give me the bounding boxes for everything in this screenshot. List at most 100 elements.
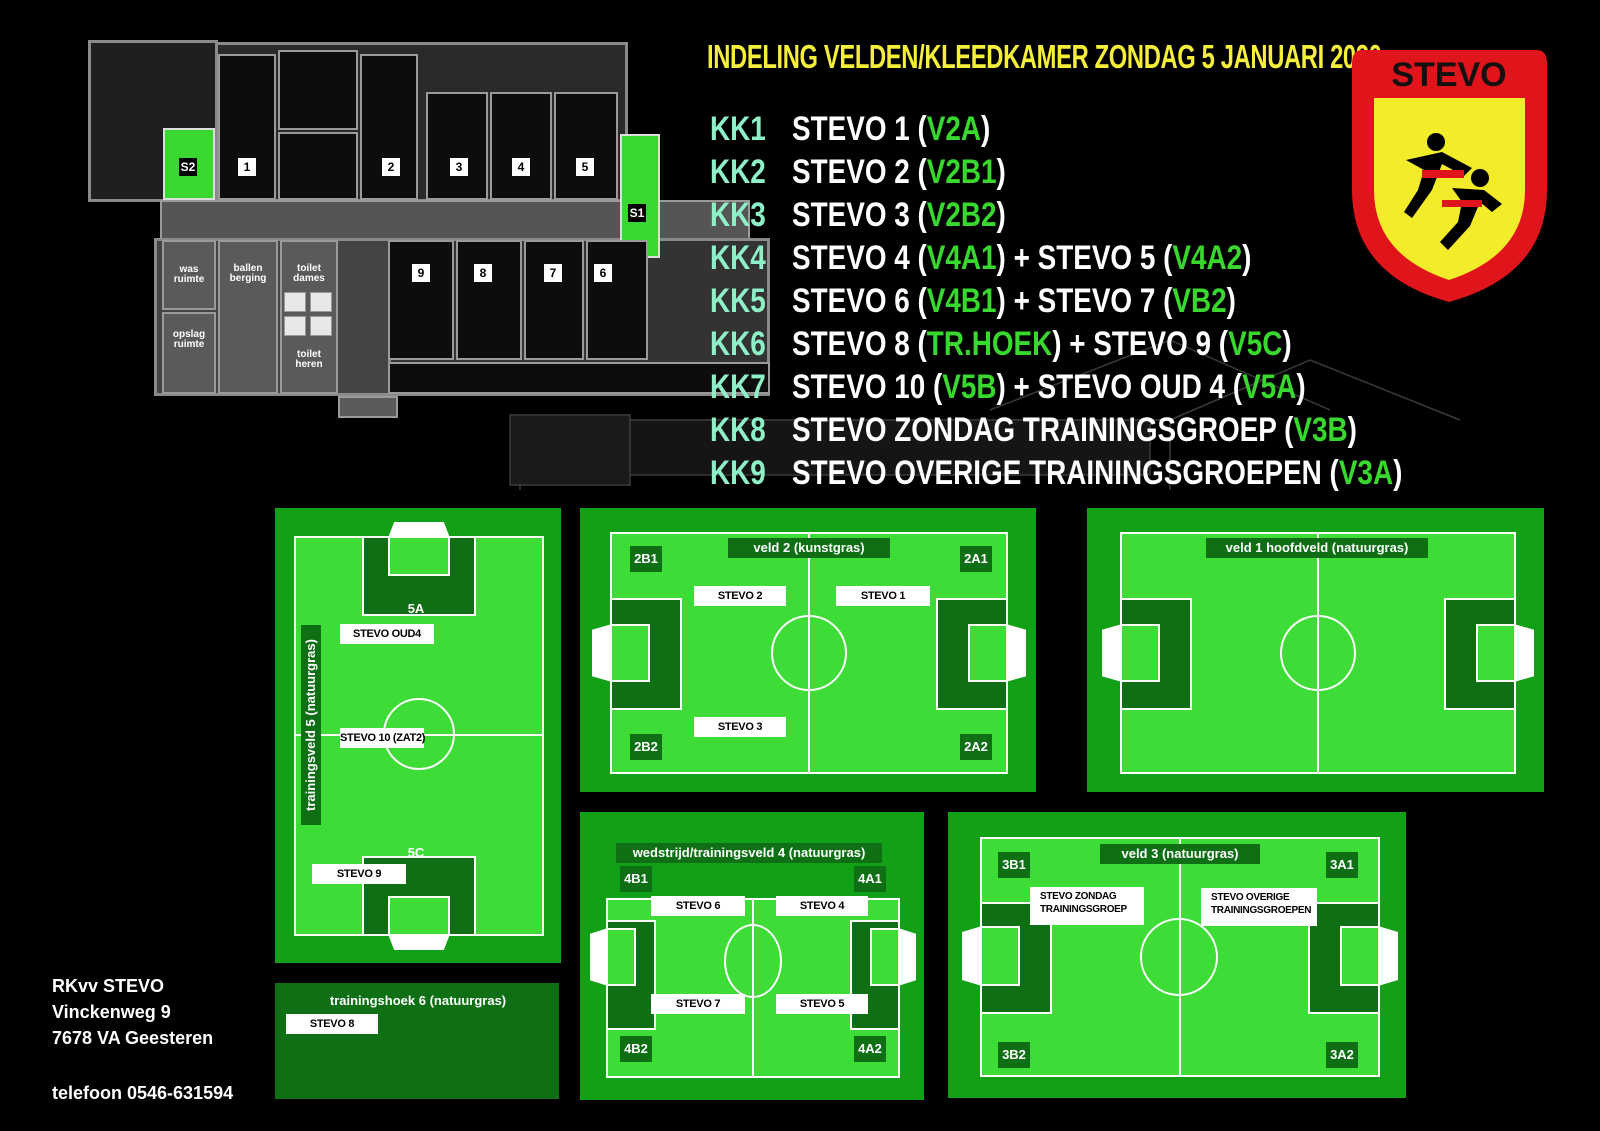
veld5-goal-top xyxy=(388,522,450,538)
veld4-corner-tr: 4A1 xyxy=(854,866,886,892)
kleedkamer-row: KK1 STEVO 1 (V2A) xyxy=(710,110,990,152)
team-text: ) xyxy=(996,196,1006,234)
hoek6-title: trainingshoek 6 (natuurgras) xyxy=(329,993,507,1008)
team-text: STEVO OVERIGE TRAININGSGROEPEN ( xyxy=(792,454,1339,492)
kleedkamer-code: KK3 xyxy=(710,196,766,234)
veld3-corner-tl: 3B1 xyxy=(998,852,1030,878)
team-tag-stevo-overige: STEVO OVERIGE TRAININGSGROEPEN xyxy=(1201,888,1317,926)
kleedkamer-code: KK6 xyxy=(710,325,766,363)
room-label-8: 8 xyxy=(474,264,492,282)
toilet-cubicle xyxy=(310,292,332,312)
logo-runner-icon xyxy=(1404,133,1502,250)
veld3-corner-br: 3A2 xyxy=(1326,1042,1358,1068)
field-code: V2B2 xyxy=(926,196,997,234)
toilet-heren-label: toilet heren xyxy=(295,349,323,370)
veld2-goal-area-left xyxy=(610,624,650,682)
veld2-corner-br: 2A2 xyxy=(960,734,992,760)
veld1-title: veld 1 hoofdveld (natuurgras) xyxy=(1206,538,1428,558)
team-text: ) + STEVO 5 ( xyxy=(996,239,1173,277)
kleedkamer-row: KK5 STEVO 6 (V4B1) + STEVO 7 (VB2) xyxy=(710,282,1236,324)
team-text: STEVO 8 ( xyxy=(792,325,927,363)
ballen-berging xyxy=(218,240,278,394)
veld2-corner-bl: 2B2 xyxy=(630,734,662,760)
room-label-s1: S1 xyxy=(628,204,646,222)
team-text: STEVO 3 ( xyxy=(792,196,927,234)
veld3-goal-area-left xyxy=(980,926,1020,986)
toilet-cubicle xyxy=(284,292,306,312)
veld1-goal-area-right xyxy=(1476,624,1516,682)
kleedkamer-assignment: STEVO 3 (V2B2) xyxy=(792,196,1006,234)
team-tag-stevo-10: STEVO 10 (ZAT2) xyxy=(340,728,425,748)
kleedkamer-code: KK5 xyxy=(710,282,766,320)
field-code: V3A xyxy=(1338,454,1394,492)
field-code: V5B xyxy=(942,368,997,406)
team-tag-stevo-oud4: STEVO OUD4 xyxy=(340,624,434,644)
veld5-zone-5c: 5C xyxy=(407,845,425,860)
room-7 xyxy=(524,240,584,360)
veld2-goal-area-right xyxy=(968,624,1008,682)
field-code: VB2 xyxy=(1172,282,1227,320)
room-4 xyxy=(490,92,552,200)
team-text: ) + STEVO 9 ( xyxy=(1052,325,1229,363)
hall-room xyxy=(278,132,358,200)
kleedkamer-assignment: STEVO 8 (TR.HOEK) + STEVO 9 (V5C) xyxy=(792,325,1292,363)
room-label-1: 1 xyxy=(238,158,256,176)
room-label-5: 5 xyxy=(576,158,594,176)
veld3-goal-area-right xyxy=(1340,926,1380,986)
veld1-goal-area-left xyxy=(1120,624,1160,682)
veld3-title: veld 3 (natuurgras) xyxy=(1100,844,1260,864)
veld3-goal-left xyxy=(962,926,982,986)
veld4-goal-area-right xyxy=(870,928,900,986)
team-text: ) xyxy=(1347,411,1357,449)
team-text: ) + STEVO 7 ( xyxy=(996,282,1173,320)
team-text: STEVO ZONDAG TRAININGSGROEP ( xyxy=(792,411,1294,449)
club-city: 7678 VA Geesteren xyxy=(52,1028,214,1048)
logo-text: STEVO xyxy=(1391,56,1506,94)
veld5-title: trainingsveld 5 (natuurgras) xyxy=(301,625,321,825)
kleedkamer-code: KK7 xyxy=(710,368,766,406)
stevo-logo: STEVO xyxy=(1352,50,1547,302)
team-text: STEVO 6 ( xyxy=(792,282,927,320)
kleedkamer-row: KK9 STEVO OVERIGE TRAININGSGROEPEN (V3A) xyxy=(710,454,1402,496)
veld4-goal-left xyxy=(590,928,608,986)
kleedkamer-code: KK4 xyxy=(710,239,766,277)
ballen-berging-label: ballen berging xyxy=(229,263,267,284)
team-text: ) xyxy=(981,110,991,148)
kleedkamer-code: KK1 xyxy=(710,110,766,148)
room-5 xyxy=(554,92,618,200)
kleedkamer-assignment: STEVO 6 (V4B1) + STEVO 7 (VB2) xyxy=(792,282,1236,320)
team-text: STEVO 2 ( xyxy=(792,153,927,191)
field-code: V4A2 xyxy=(1172,239,1243,277)
team-tag-stevo-9: STEVO 9 xyxy=(312,864,406,884)
team-tag-stevo-8: STEVO 8 xyxy=(286,1014,378,1034)
team-text: STEVO 1 ( xyxy=(792,110,927,148)
kleedkamer-code: KK8 xyxy=(710,411,766,449)
room-label-6: 6 xyxy=(594,264,612,282)
veld4-center-circle xyxy=(724,924,782,998)
team-text: ) xyxy=(1393,454,1403,492)
entrance xyxy=(338,396,398,418)
room-label-7: 7 xyxy=(544,264,562,282)
room-9 xyxy=(388,240,454,360)
veld2-corner-tr: 2A1 xyxy=(960,546,992,572)
room-label-9: 9 xyxy=(412,264,430,282)
storage-hall xyxy=(88,40,218,202)
kleedkamer-assignment: STEVO 1 (V2A) xyxy=(792,110,990,148)
veld4-corner-bl: 4B2 xyxy=(620,1036,652,1062)
room-2 xyxy=(360,54,418,200)
veld2-title: veld 2 (kunstgras) xyxy=(728,538,890,558)
veld1-goal-left xyxy=(1102,624,1122,682)
bottom-strip xyxy=(388,362,770,394)
club-street: Vinckenweg 9 xyxy=(52,1002,171,1022)
kleedkamer-code: KK9 xyxy=(710,454,766,492)
veld5-goal-area-bottom xyxy=(388,896,450,936)
field-code: V5C xyxy=(1228,325,1283,363)
field-code: TR.HOEK xyxy=(926,325,1053,363)
room-1 xyxy=(218,54,276,200)
opslag-ruimte xyxy=(162,312,216,394)
veld4-goal-right xyxy=(898,928,916,986)
